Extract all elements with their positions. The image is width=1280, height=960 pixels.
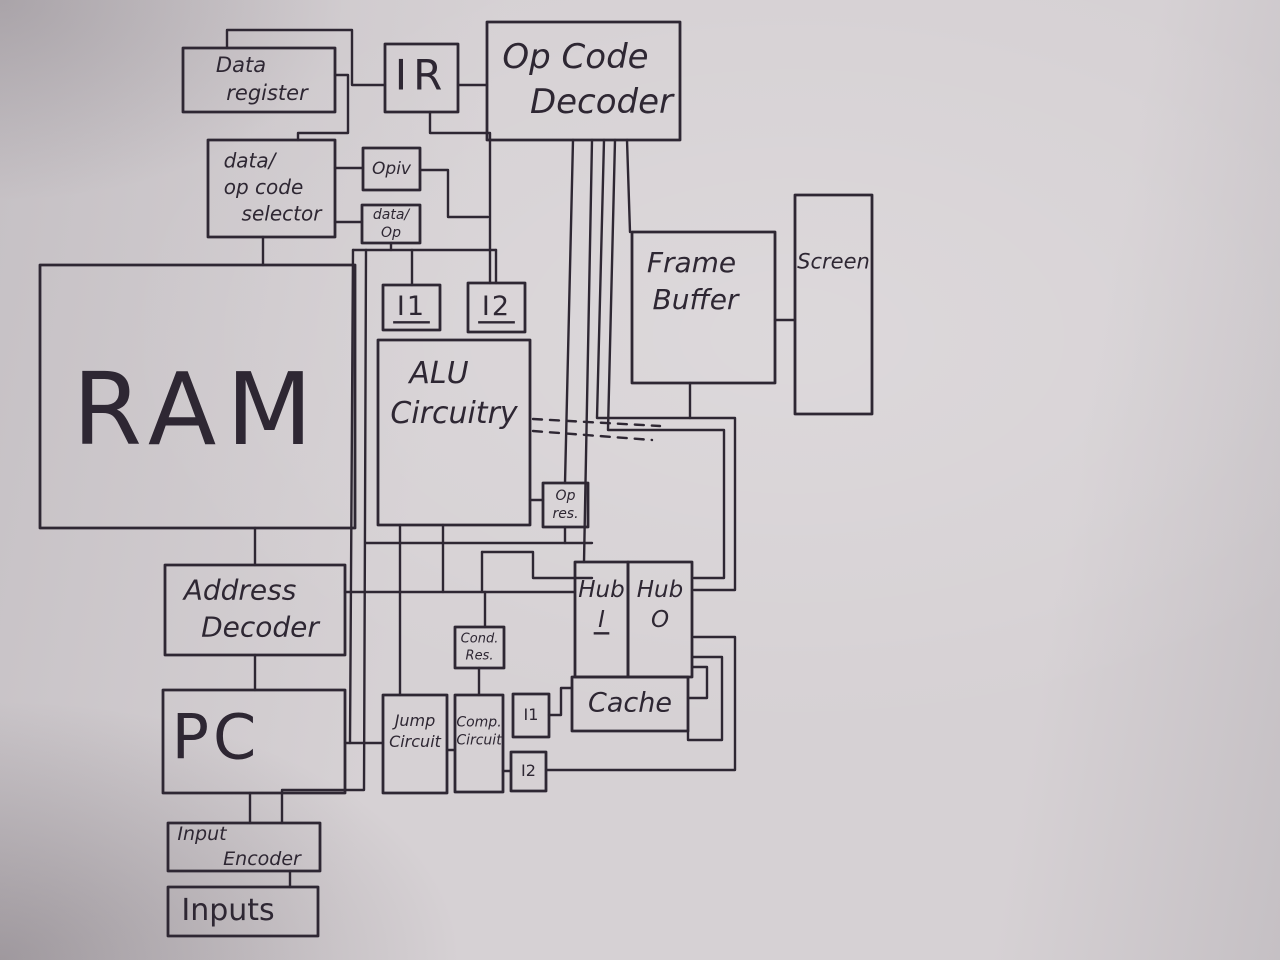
wire-dashed-2 [531, 429, 654, 442]
label-frame-buffer: Frame [647, 246, 736, 279]
box-cond-res [453, 625, 506, 670]
wire-hubo-i2-loop [544, 635, 737, 772]
label-op-code-decoder: Decoder [530, 82, 675, 122]
box-i2-alu [466, 281, 527, 334]
label-op-n: Opiv [372, 159, 412, 179]
label-screen: Screen [797, 250, 870, 274]
box-op-res [541, 481, 590, 529]
box-cache [570, 675, 690, 733]
label-ir: IR [395, 51, 449, 100]
label-inputs: Inputs [181, 893, 274, 928]
box-data-register [181, 46, 337, 114]
box-pc [161, 688, 347, 795]
wire-hubo-cache-small [686, 665, 709, 700]
box-op-n [361, 146, 422, 192]
label-data-op: data/ [373, 207, 411, 223]
wire-ir-i2 [428, 110, 492, 285]
wire-i1-cache [547, 686, 574, 717]
label-i1-alu: I1 [397, 291, 426, 322]
box-address-decoder [163, 563, 347, 657]
label-pc: PC [172, 701, 261, 774]
box-i1-alu [381, 283, 442, 332]
box-screen [793, 193, 874, 416]
label-address-decoder: Address [182, 574, 297, 607]
box-data-op-code-selector [206, 138, 337, 239]
wire-opn-right [418, 168, 490, 219]
label-cond-res: Res. [466, 649, 494, 664]
wire-long-vertical-2 [280, 248, 368, 825]
label-alu-circuitry: Circuitry [390, 396, 519, 431]
wire-decoder-bracket-outer [595, 138, 737, 592]
wire-hubo-cache-loop [686, 655, 724, 742]
box-op-code-decoder [485, 20, 682, 142]
box-ram [38, 263, 357, 530]
box-input-encoder [166, 821, 322, 873]
label-data-op-code-selector: data/ [224, 149, 278, 173]
wire-datareg-selector [296, 73, 350, 142]
wire-dashed-1 [531, 417, 662, 428]
label-hub-i: I [598, 607, 605, 633]
label-input-encoder: Input [177, 823, 228, 845]
label-comp-circuit: Comp. [456, 714, 501, 730]
label-hub-o: Hub [637, 577, 683, 603]
label-data-op-code-selector: op code [224, 175, 304, 199]
label-i1-small: I1 [524, 705, 539, 724]
label-input-encoder: Encoder [223, 848, 302, 870]
wire-decoder-bracket-inner [606, 138, 726, 580]
wire-decoder-framebuffer [625, 138, 632, 234]
box-jump-circuit [381, 693, 449, 795]
box-alu-circuitry [376, 338, 532, 527]
box-frame-buffer [630, 230, 777, 385]
label-jump-circuit: Jump [392, 711, 436, 730]
wire-decoder-opres [563, 138, 575, 485]
wire-long-vertical-1 [348, 248, 355, 745]
label-alu-circuitry: ALU [407, 356, 468, 391]
box-ir [383, 42, 460, 114]
label-op-res: Op [556, 488, 576, 504]
box-i1-small [511, 692, 551, 739]
label-hub-o: O [651, 607, 669, 633]
label-comp-circuit: Circuit [456, 733, 502, 749]
label-data-op-code-selector: selector [242, 201, 324, 225]
label-cond-res: Cond. [461, 631, 499, 646]
box-comp-circuit [453, 693, 505, 794]
label-data-register: register [226, 81, 309, 105]
label-frame-buffer: Buffer [653, 283, 740, 316]
wire-decoder-hubi [582, 138, 594, 564]
label-jump-circuit: Circuit [389, 732, 442, 751]
label-cache: Cache [588, 688, 672, 719]
label-address-decoder: Decoder [201, 610, 320, 643]
label-hub-i: Hub [578, 577, 624, 603]
wire-mid-bracket [480, 550, 594, 580]
box-data-op [360, 203, 422, 245]
box-inputs [166, 885, 320, 938]
label-ram: RAM [72, 351, 322, 468]
label-i2-small: I2 [521, 761, 536, 780]
box-i2-small [509, 750, 548, 793]
label-data-op: Op [381, 225, 401, 241]
label-op-res: res. [552, 506, 578, 522]
label-data-register: Data [216, 53, 266, 77]
label-i2-alu: I2 [482, 291, 511, 322]
label-op-code-decoder: Op Code [502, 37, 648, 77]
wire-datareg-top-ir [225, 28, 387, 87]
